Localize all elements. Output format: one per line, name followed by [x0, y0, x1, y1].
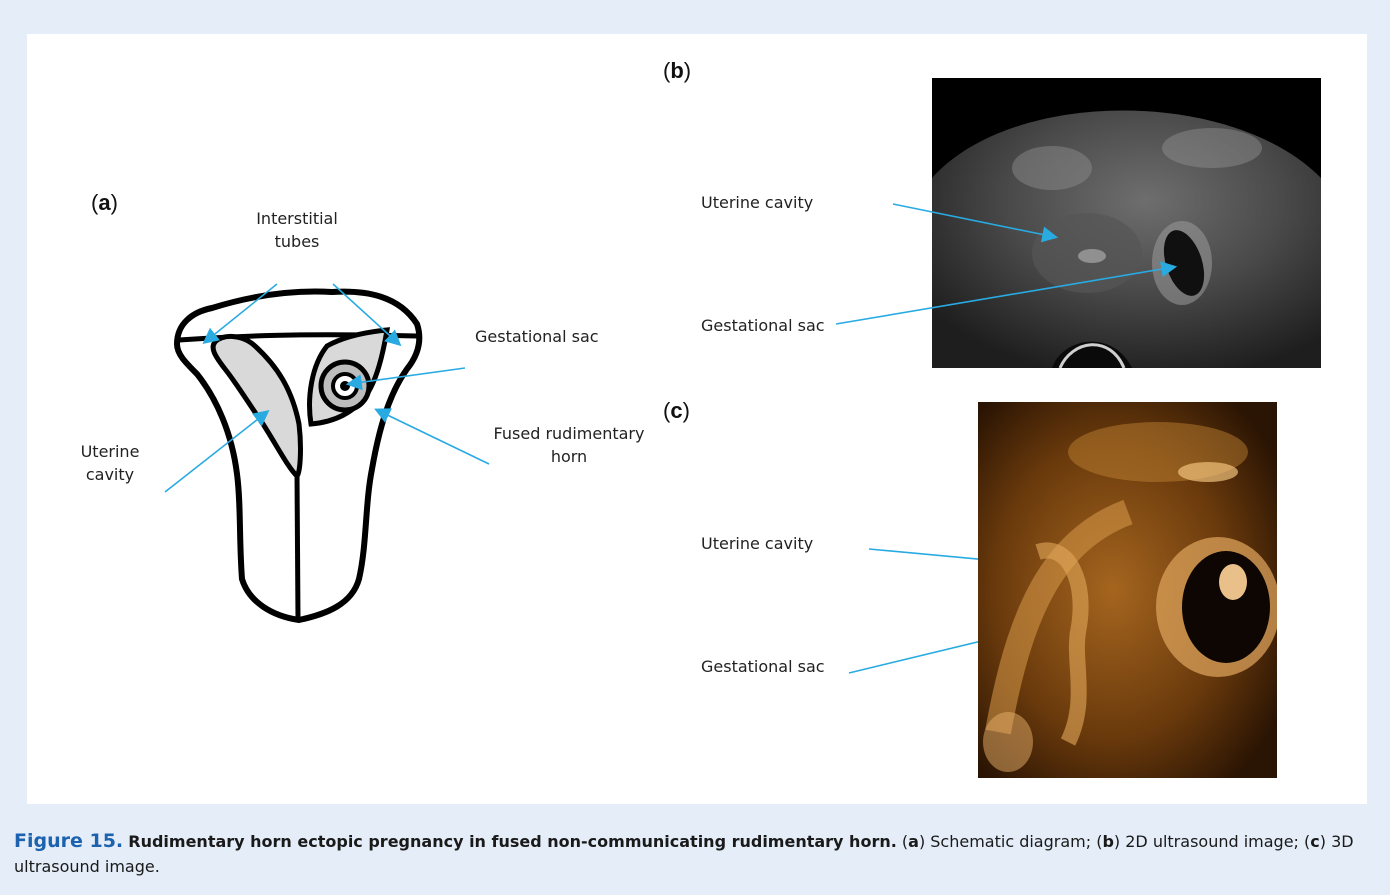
ultrasound-3d-image [978, 402, 1277, 778]
panel-b-label: (b) [663, 58, 691, 84]
fused-rudimentary-horn-label: Fused rudimentary horn [484, 422, 654, 468]
gestational-sac-label-b: Gestational sac [701, 314, 825, 337]
uterine-cavity-label-a: Uterine cavity [65, 440, 155, 486]
fused-horn-arrow [377, 410, 489, 464]
figure-number: Figure 15. [14, 830, 123, 852]
uterine-cavity-label-c: Uterine cavity [701, 532, 813, 555]
figure-panel: (a) Interstitial tubes Gestational sac [27, 34, 1367, 804]
panel-c-label: (c) [663, 398, 690, 424]
interstitial-tubes-label: Interstitial tubes [237, 207, 357, 253]
gestational-sac-label-c: Gestational sac [701, 655, 825, 678]
figure-title: Rudimentary horn ectopic pregnancy in fu… [128, 832, 897, 851]
gestational-sac-label-a: Gestational sac [475, 325, 599, 348]
figure-caption: Figure 15. Rudimentary horn ectopic preg… [14, 829, 1376, 879]
schematic-diagram [27, 184, 667, 804]
uterine-cavity-label-b: Uterine cavity [701, 191, 813, 214]
ultrasound-2d-image [932, 78, 1321, 368]
